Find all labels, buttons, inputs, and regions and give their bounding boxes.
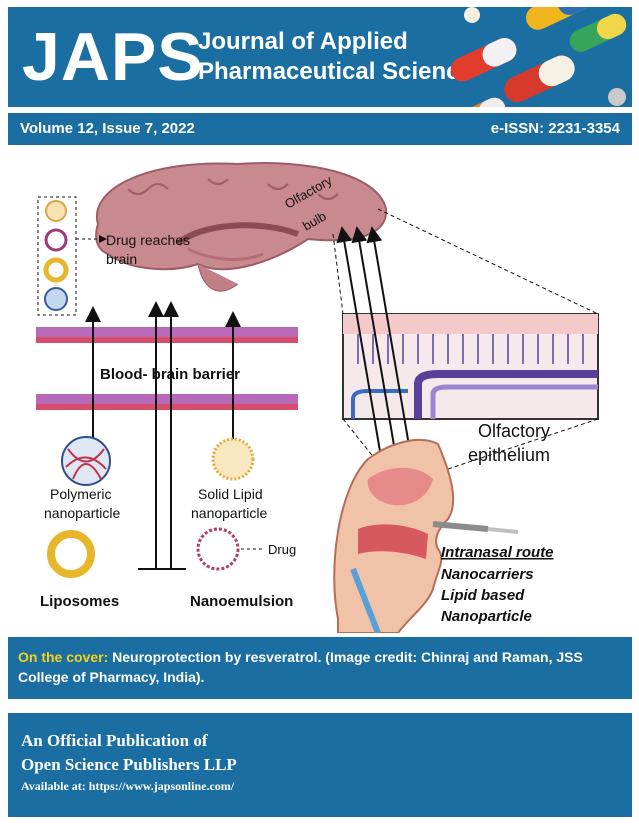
head-profile-illustration [333, 439, 455, 633]
lipid-based-label: Lipid based [441, 587, 525, 604]
liposome-icon [47, 530, 95, 578]
liposomes-label: Liposomes [40, 593, 119, 610]
sln-label-1: Solid Lipid [198, 486, 263, 502]
epithelium-label-2: epithelium [468, 445, 550, 465]
issue-info-bar: Volume 12, Issue 7, 2022 e-ISSN: 2231-33… [8, 113, 632, 145]
polymeric-label-2: nanoparticle [44, 505, 120, 521]
official-publication-text: An Official Publication of [21, 731, 208, 750]
journal-logo: JAPS [22, 19, 204, 95]
nanoemulsion-icon [196, 527, 240, 571]
cover-illustration: Drug reaches brain Olfactory bulb Blood-… [36, 162, 599, 633]
cover-caption-text: On the cover: Neuroprotection by resvera… [18, 647, 623, 687]
journal-title: Journal of Applied Pharmaceutical Scienc… [198, 27, 473, 87]
syringe-icon [432, 521, 489, 532]
nanoparticle-stack [43, 200, 69, 311]
journal-title-line2: Pharmaceutical Science [198, 58, 473, 85]
nanocarriers-label: Nanocarriers [441, 566, 534, 583]
drug-label: Drug [268, 542, 296, 557]
polymeric-label-1: Polymeric [50, 486, 111, 502]
cover-description: Neuroprotection by resveratrol. (Image c… [18, 649, 583, 685]
availability-url: Available at: https://www.japsonline.com… [21, 779, 235, 793]
epithelium-label-1: Olfactory [478, 421, 550, 441]
publisher-footer: An Official Publication of Open Science … [8, 713, 632, 817]
journal-title-line1: Journal of Applied [198, 28, 408, 55]
drug-reaches-label-1: Drug reaches [106, 232, 190, 248]
drug-reaches-label-2: brain [106, 251, 137, 267]
capsules-image [450, 7, 627, 107]
intranasal-route-label: Intranasal route [441, 544, 554, 561]
journal-header: JAPS Journal of Applied Pharmaceutical S… [8, 7, 632, 107]
volume-issue: Volume 12, Issue 7, 2022 [20, 120, 195, 137]
cover-label: On the cover: [18, 649, 109, 665]
publisher-name: Open Science Publishers LLP [21, 755, 237, 774]
issn: e-ISSN: 2231-3354 [490, 120, 620, 137]
sln-label-2: nanoparticle [191, 505, 267, 521]
nanoparticle-label: Nanoparticle [441, 608, 532, 625]
cover-caption: On the cover: Neuroprotection by resvera… [8, 637, 632, 699]
brain-illustration [95, 162, 388, 292]
solid-lipid-nanoparticle-icon [211, 437, 255, 481]
nanoemulsion-label: Nanoemulsion [190, 593, 293, 610]
